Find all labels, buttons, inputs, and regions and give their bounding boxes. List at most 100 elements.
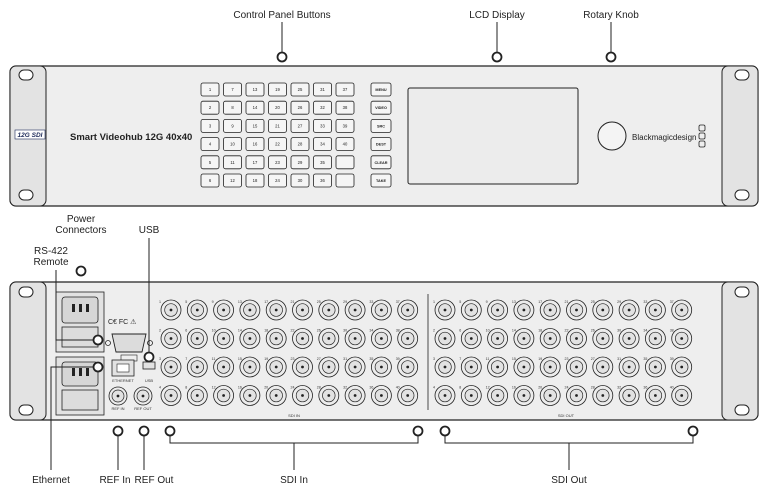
callout-marker-rs422 bbox=[92, 334, 104, 346]
sdi-in-connector-pin bbox=[301, 394, 304, 397]
sdi-in-connector-number: 32 bbox=[343, 386, 347, 390]
sdi-in-connector-number: 5 bbox=[185, 300, 187, 304]
front-button-32[interactable] bbox=[313, 100, 332, 115]
sdi-in-connector-number: 25 bbox=[317, 300, 321, 304]
sdi-out-connector-pin bbox=[469, 394, 473, 397]
front-button-6[interactable] bbox=[200, 173, 220, 188]
function-button-menu[interactable] bbox=[370, 82, 392, 97]
sdi-in-connector-number: 35 bbox=[369, 357, 373, 361]
front-button-8[interactable] bbox=[223, 100, 242, 115]
front-button-22[interactable] bbox=[268, 137, 287, 152]
front-button-38[interactable] bbox=[335, 100, 355, 115]
sdi-out-connector-pin bbox=[496, 365, 499, 369]
front-button-28[interactable] bbox=[290, 137, 310, 152]
sdi-in-connector-pin bbox=[222, 337, 226, 340]
function-button-video[interactable] bbox=[370, 100, 392, 115]
sdi-out-connector-number: 20 bbox=[538, 386, 542, 390]
callout-marker-ref-in bbox=[112, 425, 124, 437]
front-button-18[interactable] bbox=[245, 173, 265, 188]
front-button-34[interactable] bbox=[313, 137, 332, 152]
front-button-label: 6 bbox=[209, 178, 212, 183]
front-button-10[interactable] bbox=[223, 137, 242, 152]
front-button-11[interactable] bbox=[223, 155, 242, 170]
rotary-knob[interactable] bbox=[597, 121, 627, 151]
callout-marker-sdi-in-right bbox=[412, 425, 424, 437]
front-button-30[interactable] bbox=[290, 173, 310, 188]
front-button-26[interactable] bbox=[290, 100, 310, 115]
front-button-17[interactable] bbox=[245, 155, 265, 170]
sdi-out-connector-pin bbox=[680, 394, 684, 397]
front-button-39[interactable] bbox=[335, 119, 355, 133]
sdi-in-connector-number: 30 bbox=[343, 329, 347, 333]
sdi-in-connector-number: 7 bbox=[185, 357, 187, 361]
function-button-src[interactable] bbox=[370, 119, 392, 133]
front-button-1[interactable] bbox=[200, 82, 220, 97]
sdi-in-connector-number: 33 bbox=[369, 300, 373, 304]
front-button-24[interactable] bbox=[268, 173, 287, 188]
front-button-4[interactable] bbox=[200, 137, 220, 152]
sdi-out-connector-pin bbox=[496, 308, 499, 312]
front-button-12[interactable] bbox=[223, 173, 242, 188]
sdi-out-connector-number: 16 bbox=[512, 386, 516, 390]
sdi-in-connector-pin bbox=[301, 337, 304, 340]
function-button-clear[interactable] bbox=[370, 155, 392, 170]
front-button-label: 4 bbox=[209, 142, 212, 147]
front-button-35[interactable] bbox=[313, 155, 332, 170]
front-button-3[interactable] bbox=[200, 119, 220, 133]
front-button-9[interactable] bbox=[223, 119, 242, 133]
front-button-19[interactable] bbox=[268, 82, 287, 97]
front-button-16[interactable] bbox=[245, 137, 265, 152]
front-button-label: 13 bbox=[253, 87, 258, 92]
ref-out-port-label: REF OUT bbox=[134, 406, 152, 411]
sdi-out-connector-number: 8 bbox=[459, 386, 461, 390]
function-button-take[interactable] bbox=[370, 173, 392, 188]
front-button-36[interactable] bbox=[313, 173, 332, 188]
front-button-21[interactable] bbox=[268, 119, 287, 133]
sdi-out-connector-number: 30 bbox=[617, 329, 621, 333]
front-button-13[interactable] bbox=[245, 82, 265, 97]
front-button-40[interactable] bbox=[335, 137, 355, 152]
sdi-out-connector-pin bbox=[496, 394, 499, 397]
front-button-7[interactable] bbox=[223, 82, 242, 97]
front-button-33[interactable] bbox=[313, 119, 332, 133]
callout-marker-control-panel bbox=[276, 51, 288, 63]
front-button-label: 22 bbox=[275, 142, 280, 147]
front-button-blank-5-6[interactable] bbox=[335, 173, 355, 188]
front-button-15[interactable] bbox=[245, 119, 265, 133]
ethernet-port-label: ETHERNET bbox=[112, 378, 134, 383]
front-button-23[interactable] bbox=[268, 155, 287, 170]
sdi-in-connector-number: 26 bbox=[317, 329, 321, 333]
front-button-2[interactable] bbox=[200, 100, 220, 115]
sdi-in-connector-pin bbox=[327, 308, 331, 312]
callout-marker-rotary-knob bbox=[605, 51, 617, 63]
front-button-label: 30 bbox=[298, 178, 303, 183]
front-button-label: 7 bbox=[231, 87, 234, 92]
sdi-in-connector-pin bbox=[327, 394, 331, 397]
front-button-31[interactable] bbox=[313, 82, 332, 97]
front-button-14[interactable] bbox=[245, 100, 265, 115]
front-button-20[interactable] bbox=[268, 100, 287, 115]
front-button-blank-4-6[interactable] bbox=[335, 155, 355, 170]
function-button-label: TAKE bbox=[376, 179, 387, 183]
sdi-out-connector-pin bbox=[627, 337, 631, 340]
front-button-5[interactable] bbox=[200, 155, 220, 170]
front-button-37[interactable] bbox=[335, 82, 355, 97]
sdi-out-connector-pin bbox=[548, 394, 552, 397]
sdi-in-connector-number: 1 bbox=[159, 300, 161, 304]
front-button-25[interactable] bbox=[290, 82, 310, 97]
sdi-out-connector-number: 29 bbox=[617, 300, 621, 304]
sdi-out-connector-number: 1 bbox=[433, 300, 435, 304]
front-button-27[interactable] bbox=[290, 119, 310, 133]
sdi-out-connector-number: 9 bbox=[486, 300, 488, 304]
sdi-out-connector-number: 17 bbox=[538, 300, 542, 304]
function-button-dest[interactable] bbox=[370, 137, 392, 152]
function-button-label: MENU bbox=[375, 88, 386, 92]
front-button-29[interactable] bbox=[290, 155, 310, 170]
sdi-in-connector-pin bbox=[222, 308, 226, 312]
mount-slot-rear-tr bbox=[734, 286, 750, 298]
